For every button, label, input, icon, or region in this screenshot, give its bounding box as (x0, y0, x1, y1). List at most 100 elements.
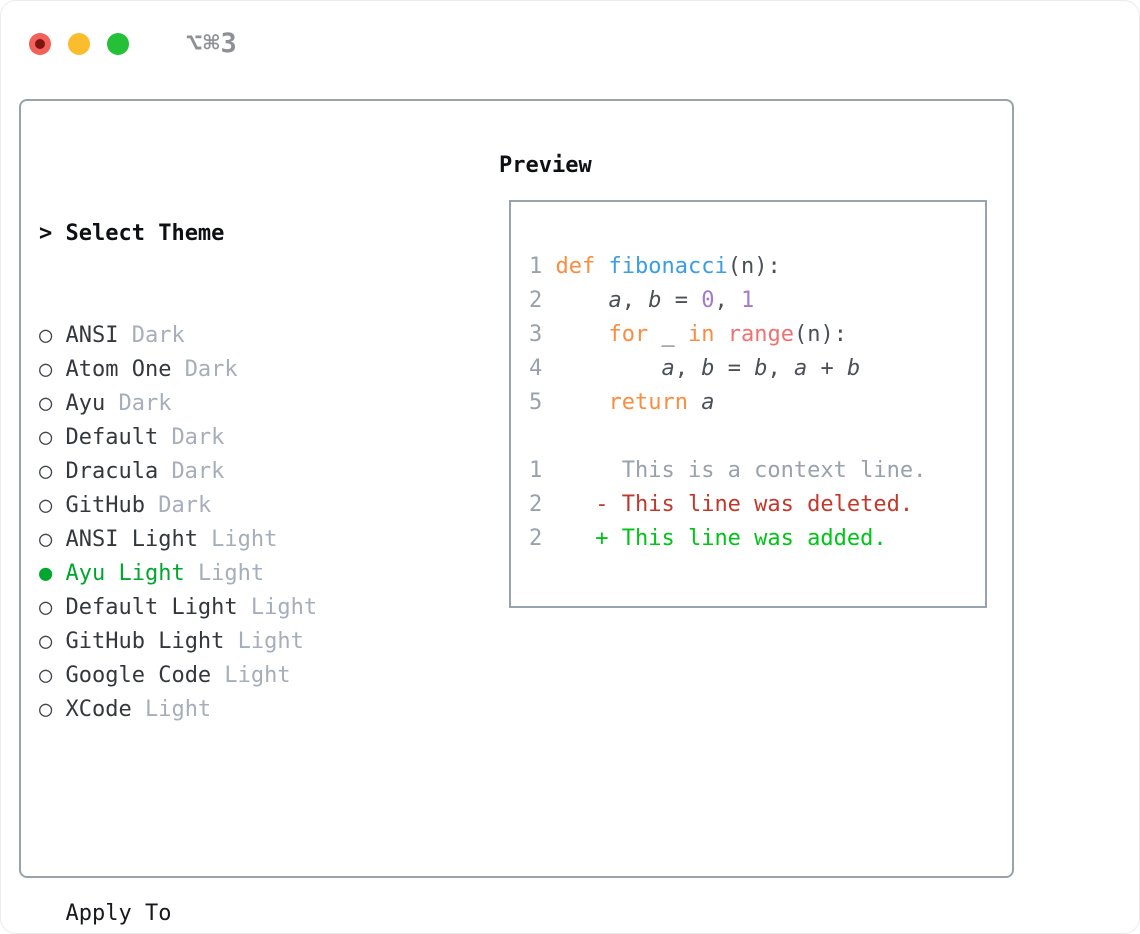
preview-title: Preview (499, 153, 592, 178)
theme-variant-tag: Light (224, 663, 291, 688)
theme-variant-tag: Dark (118, 391, 172, 416)
apply-to-title: Apply To (65, 901, 172, 926)
radio-icon: ○ (39, 425, 53, 450)
radio-icon: ○ (39, 323, 53, 348)
code-token (556, 288, 609, 313)
code-token: 2 (529, 526, 596, 551)
code-token: 0 (701, 288, 715, 313)
code-token: 3 (529, 322, 556, 347)
theme-option[interactable]: ○ XCode Light (39, 693, 410, 727)
code-token: 1 (740, 288, 755, 313)
code-token: , (674, 356, 702, 381)
code-token: , (767, 356, 794, 381)
option-label: ANSI Light (65, 527, 198, 552)
code-token: = (661, 288, 702, 313)
code-token (556, 322, 609, 347)
code-token: + This line was added. (595, 526, 887, 551)
option-label: Ayu Light (65, 561, 185, 586)
spacer (39, 795, 410, 829)
select-theme-heading: > Select Theme (39, 217, 410, 251)
option-label: XCode (65, 697, 132, 722)
code-token: - This line was deleted. (595, 492, 914, 517)
radio-icon: ○ (39, 527, 53, 552)
code-token (556, 356, 662, 381)
code-token: a (608, 288, 622, 313)
option-label: Default Light (65, 595, 238, 620)
code-token: a (661, 356, 675, 381)
option-label: GitHub Light (65, 629, 225, 654)
code-token: return (608, 390, 702, 415)
radio-icon: ○ (39, 595, 53, 620)
theme-variant-tag: Light (237, 629, 304, 654)
radio-icon: ○ (39, 663, 53, 688)
code-token: for (608, 322, 662, 347)
close-button[interactable] (29, 32, 51, 55)
theme-variant-tag: Dark (131, 323, 185, 348)
theme-variant-tag: Dark (184, 357, 238, 382)
option-label: GitHub (65, 493, 145, 518)
titlebar: ⌥⌘3 (29, 28, 238, 59)
code-token: This is a context line. (621, 458, 927, 483)
code-token: _ (661, 322, 688, 347)
code-line: 3 for _ in range(n): (529, 318, 985, 352)
theme-option[interactable]: ○ Google Code Light (39, 659, 410, 693)
apply-to-heading: Apply To (39, 897, 410, 931)
code-token: 2 (529, 288, 556, 313)
code-line: 2 a, b = 0, 1 (529, 284, 985, 318)
keyboard-shortcut-label: ⌥⌘3 (186, 28, 238, 59)
select-theme-title: Select Theme (65, 221, 225, 246)
code-line: 2 + This line was added. (529, 522, 985, 556)
code-token: + (807, 356, 847, 381)
radio-icon: ○ (39, 493, 53, 518)
code-token: 4 (529, 356, 556, 381)
maximize-button[interactable] (107, 32, 129, 55)
code-token: b (754, 356, 768, 381)
theme-variant-tag: Dark (171, 459, 225, 484)
code-token: b (701, 356, 715, 381)
theme-option[interactable]: ○ GitHub Light Light (39, 625, 410, 659)
theme-variant-tag: Light (144, 697, 212, 722)
code-token: range (727, 322, 794, 347)
code-token: 2 (529, 492, 596, 517)
close-button-dot (35, 38, 45, 49)
code-token: , (621, 288, 649, 313)
radio-icon: ○ (39, 629, 53, 654)
theme-variant-tag: Light (250, 595, 318, 620)
theme-variant-tag: Dark (158, 493, 212, 518)
code-token: fibonacci (608, 254, 728, 279)
radio-icon: ○ (39, 697, 53, 722)
code-line: 1 This is a context line. (529, 454, 985, 488)
code-line: 1 def fibonacci(n): (529, 250, 985, 284)
option-label: Google Code (65, 663, 212, 688)
code-token: 5 (529, 390, 556, 415)
theme-option[interactable]: ○ Ayu Dark (39, 387, 410, 421)
focus-caret-icon: > (39, 221, 53, 246)
code-token: = (714, 356, 755, 381)
code-token: 1 (529, 254, 556, 279)
radio-icon: ○ (39, 357, 53, 382)
option-label: Ayu (65, 391, 106, 416)
code-line: 4 a, b = b, a + b (529, 352, 985, 386)
theme-variant-tag: Light (197, 561, 265, 586)
theme-option[interactable]: ○ ANSI Light Light (39, 523, 410, 557)
minimize-button[interactable] (68, 32, 90, 55)
option-label: Default (65, 425, 159, 450)
code-token: 1 (529, 458, 622, 483)
theme-option[interactable]: ○ Default Light Light (39, 591, 410, 625)
theme-option[interactable]: ○ GitHub Dark (39, 489, 410, 523)
code-token: , (714, 288, 741, 313)
theme-variant-tag: Light (211, 527, 278, 552)
radio-icon: ○ (39, 391, 53, 416)
code-token: b (648, 288, 662, 313)
code-token: b (846, 356, 861, 381)
